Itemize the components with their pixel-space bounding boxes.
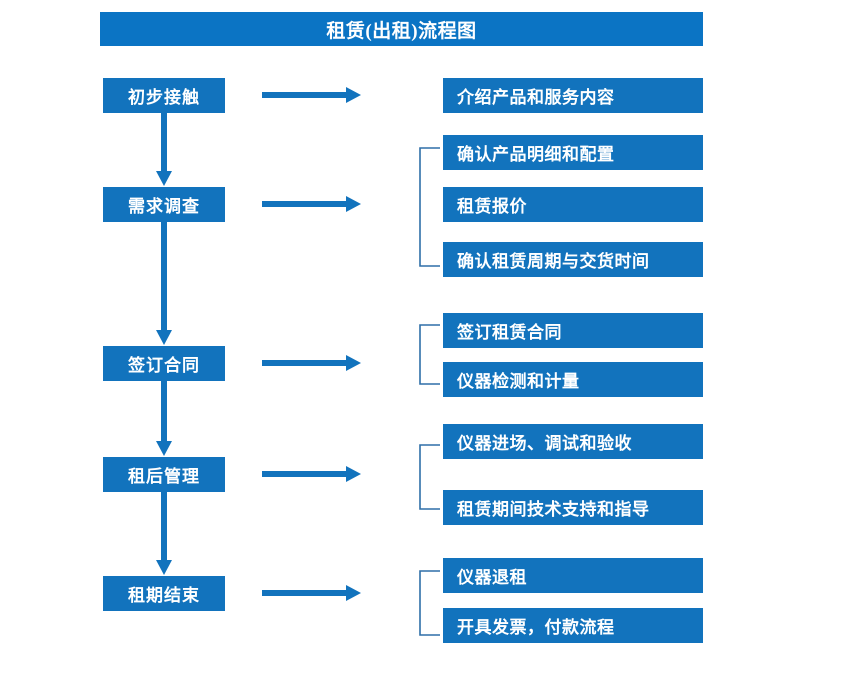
right-arrow-icon-1	[262, 87, 362, 103]
group-bracket-2	[418, 324, 442, 385]
down-arrow-icon-3	[156, 381, 172, 457]
stage-box-chubujiechu[interactable]: 初步接触	[103, 78, 225, 113]
detail-box-qiandingzulinhetong[interactable]: 签订租赁合同	[443, 313, 703, 348]
detail-box-jieshaochanpin[interactable]: 介绍产品和服务内容	[443, 78, 703, 113]
right-arrow-icon-4	[262, 466, 362, 482]
detail-box-zulinqijian[interactable]: 租赁期间技术支持和指导	[443, 490, 703, 525]
stage-box-zuqijieshu[interactable]: 租期结束	[103, 576, 225, 611]
detail-box-zulinbaojia[interactable]: 租赁报价	[443, 187, 703, 222]
right-arrow-icon-3	[262, 355, 362, 371]
detail-box-yiqijianceheji[interactable]: 仪器检测和计量	[443, 362, 703, 397]
detail-box-yiqituizu[interactable]: 仪器退租	[443, 558, 703, 593]
detail-box-querenzulinzhouqi[interactable]: 确认租赁周期与交货时间	[443, 242, 703, 277]
stage-box-zuhouguanli[interactable]: 租后管理	[103, 457, 225, 492]
down-arrow-icon-2	[156, 222, 172, 346]
stage-box-xuqiudiaocha[interactable]: 需求调查	[103, 187, 225, 222]
right-arrow-icon-5	[262, 585, 362, 601]
detail-box-querenchanpin[interactable]: 确认产品明细和配置	[443, 135, 703, 170]
group-bracket-4	[418, 570, 442, 636]
detail-box-yiqijinchang[interactable]: 仪器进场、调试和验收	[443, 424, 703, 459]
down-arrow-icon-1	[156, 113, 172, 187]
group-bracket-1	[418, 147, 442, 267]
down-arrow-icon-4	[156, 492, 172, 576]
right-arrow-icon-2	[262, 196, 362, 212]
group-bracket-3	[418, 444, 442, 510]
page-title: 租赁(出租)流程图	[100, 12, 703, 46]
stage-box-qiandinghetong[interactable]: 签订合同	[103, 346, 225, 381]
detail-box-kaijufapiao[interactable]: 开具发票，付款流程	[443, 608, 703, 643]
